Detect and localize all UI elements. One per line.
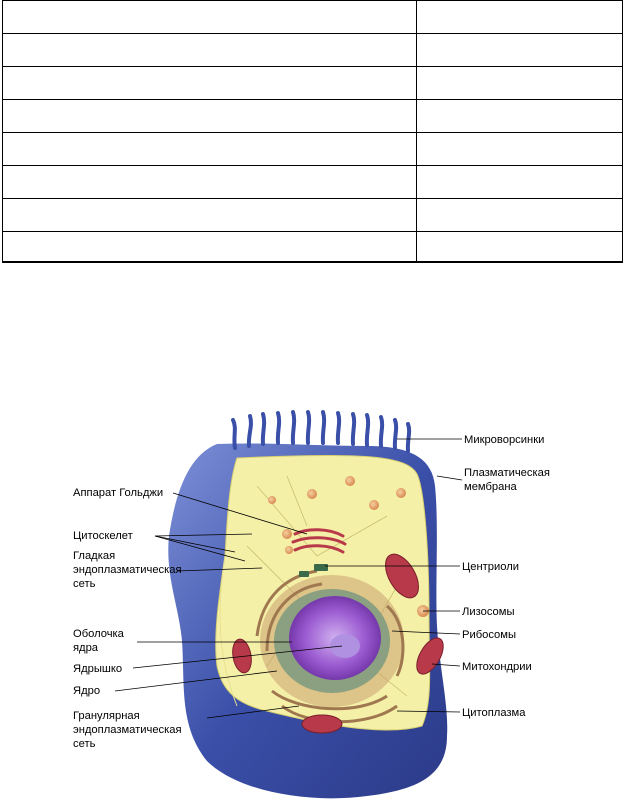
- label-plasma-membrane-line1: Плазматическая: [464, 467, 550, 479]
- table-row: [3, 232, 622, 262]
- label-smooth-er-line1: Гладкая: [73, 550, 115, 562]
- centrioles-shape: [299, 564, 328, 577]
- table-row: [3, 1, 622, 34]
- label-smooth-er-line2: эндоплазматическая: [73, 564, 182, 576]
- label-cytoplasm: Цитоплазма: [462, 707, 526, 719]
- label-rough-er-line2: эндоплазматическая: [73, 724, 182, 736]
- nucleus-shape: [260, 575, 404, 707]
- label-nucleolus: Ядрышко: [73, 663, 122, 675]
- label-nucleus: Ядро: [73, 685, 100, 697]
- table-row: [3, 133, 622, 166]
- left-labels: Аппарат Гольджи Цитоскелет Гладкая эндоп…: [73, 487, 182, 750]
- label-microvilli: Микроворсинки: [464, 434, 544, 446]
- label-nuclear-envelope-line2: ядра: [73, 642, 99, 654]
- label-ribosomes: Рибосомы: [462, 629, 516, 641]
- label-nuclear-envelope-line1: Оболочка: [73, 628, 125, 640]
- table-row: [3, 100, 622, 133]
- table-column-divider: [416, 1, 417, 261]
- golgi-apparatus-shape: [291, 528, 347, 554]
- answer-table: [2, 0, 623, 263]
- right-labels: Микроворсинки Плазматическая мембрана Це…: [462, 434, 550, 719]
- label-leader-lines: [114, 438, 463, 719]
- table-row: [3, 34, 622, 67]
- label-lysosomes: Лизосомы: [462, 606, 515, 618]
- label-rough-er-line1: Гранулярная: [73, 710, 140, 722]
- label-golgi: Аппарат Гольджи: [73, 487, 163, 499]
- label-plasma-membrane-line2: мембрана: [464, 481, 518, 493]
- label-smooth-er-line3: сеть: [73, 578, 96, 590]
- label-rough-er-line3: сеть: [73, 738, 96, 750]
- label-centrioles: Центриоли: [462, 561, 519, 573]
- label-mitochondria: Митохондрии: [462, 661, 532, 673]
- table-row: [3, 67, 622, 100]
- microvilli-shape: [231, 410, 412, 453]
- animal-cell-diagram: Аппарат Гольджи Цитоскелет Гладкая эндоп…: [67, 406, 554, 809]
- label-cytoskeleton: Цитоскелет: [73, 530, 133, 542]
- table-row: [3, 199, 622, 232]
- table-row: [3, 166, 622, 199]
- mitochondria-shape: [232, 553, 444, 734]
